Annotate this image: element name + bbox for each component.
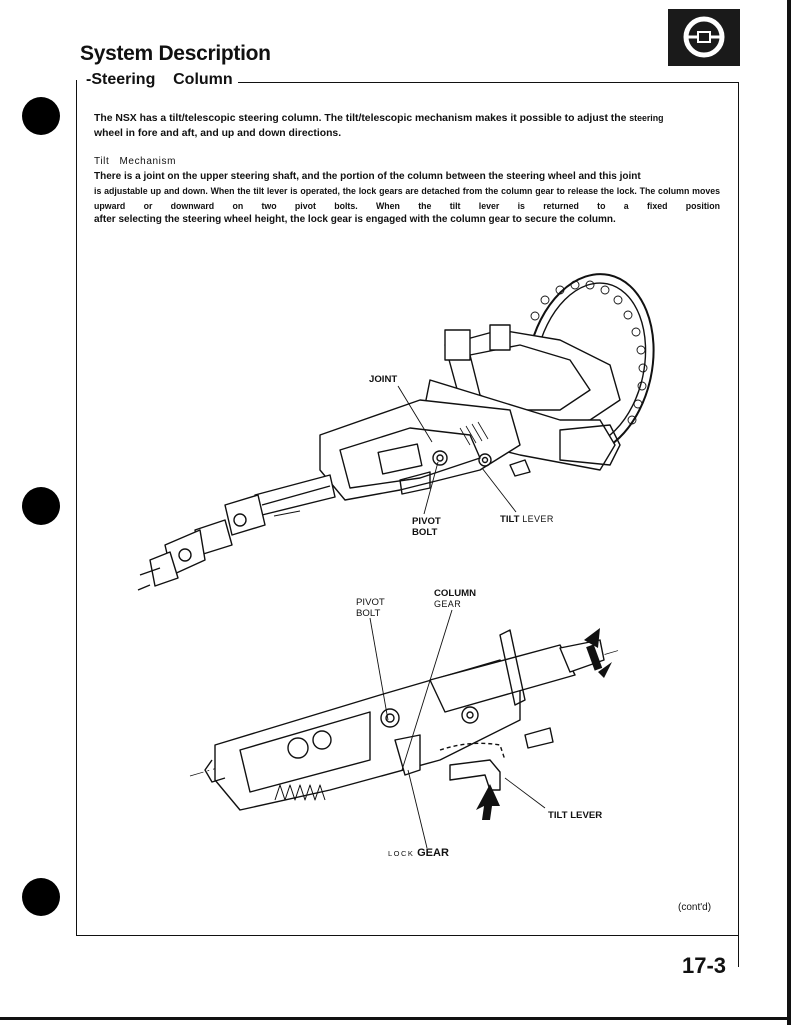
tilt-mechanism-paragraph: There is a joint on the upper steering s… [94,170,720,228]
steering-wheel-icon [683,16,725,58]
intro-paragraph: The NSX has a tilt/telescopic steering c… [94,111,724,141]
tilt-last-line: after selecting the steering wheel heigh… [94,214,616,226]
continued-note: (cont'd) [678,902,712,913]
label-lock-gear: LOCK GEAR [388,848,449,859]
page-edge-right [787,0,791,1025]
tilt-mechanism-heading: Tilt Mechanism [94,156,177,167]
intro-small-text: steering [629,113,664,123]
tilt-small-text: is adjustable up and down. When the tilt… [94,186,720,211]
section-title: -Steering Column [86,71,233,88]
page-title: System Description [80,42,271,65]
label-pivot-bolt-1: PIVOT BOLT [412,516,441,538]
frame-left-rule [76,80,77,935]
label-pivot-bolt-2-line1: PIVOT [356,597,385,608]
intro-main-text: The NSX has a tilt/telescopic steering c… [94,113,627,124]
section-rule [238,82,738,83]
frame-right-rule [738,82,739,967]
label-column-gear-line1: COLUMN [434,588,477,599]
label-lock-gear-text: GEAR [417,847,449,859]
tilt-line1: There is a joint on the upper steering s… [94,171,641,182]
page-edge-bottom [0,1017,791,1020]
frame-bottom-rule [76,935,738,936]
label-tilt-lever-1: TILT LEVER [500,514,554,525]
label-lock-small: LOCK [388,849,415,858]
label-tilt-lever-2: TILT LEVER [548,810,603,821]
label-column-gear-line2: GEAR [434,599,462,609]
label-pivot-bolt-2: PIVOT BOLT [356,597,385,619]
label-pivot-bolt-1-line2: BOLT [412,527,438,538]
label-pivot-bolt-1-line1: PIVOT [412,516,441,527]
label-joint: JOINT [369,374,398,385]
intro-line2: wheel in fore and aft, and up and down d… [94,128,342,139]
punch-hole-middle [22,487,60,525]
section-badge [668,9,740,66]
punch-hole-bottom [22,878,60,916]
label-tilt-lever-1-bold: TILT [500,514,520,525]
label-pivot-bolt-2-line2: BOLT [356,608,381,619]
label-tilt-lever-1-thin: LEVER [522,514,554,524]
label-column-gear: COLUMN GEAR [434,588,476,610]
punch-hole-top [22,97,60,135]
page-number: 17-3 [682,953,727,978]
